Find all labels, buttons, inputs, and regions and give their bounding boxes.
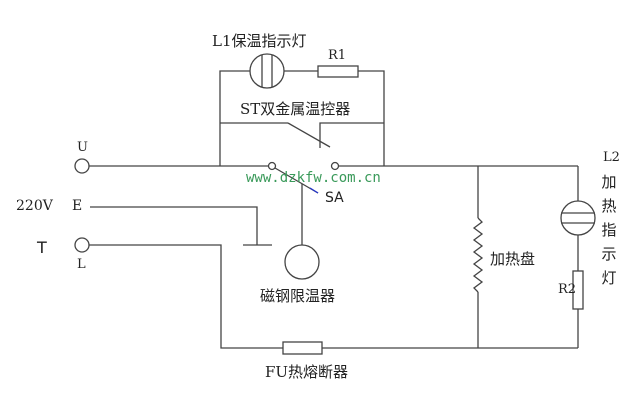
label-voltage: 220V xyxy=(16,198,53,214)
label-heater: 加热盘 xyxy=(490,250,536,268)
resistor-r1 xyxy=(317,65,359,78)
label-st: ST双金属温控器 xyxy=(240,100,351,118)
wire-e xyxy=(90,206,258,245)
st-contact-blade xyxy=(287,122,331,148)
sa-contact-left xyxy=(267,161,277,171)
label-magnet: 磁钢限温器 xyxy=(260,287,336,305)
terminal-u xyxy=(74,158,90,174)
label-l1: L1保温指示灯 xyxy=(212,32,307,50)
wire-st-right xyxy=(319,122,384,148)
l2-char: 加 xyxy=(601,173,617,191)
label-l: L xyxy=(77,257,86,272)
terminal-l xyxy=(74,237,90,253)
l2-char: 示 xyxy=(601,245,617,263)
watermark: www.dzkfw.com.cn xyxy=(246,170,381,186)
l2-char: 灯 xyxy=(601,269,617,287)
l2-char: 热 xyxy=(601,197,617,215)
heater-coil xyxy=(472,217,484,293)
label-l2: L2 xyxy=(603,150,620,165)
fuse xyxy=(282,341,323,355)
wire-l1-branch xyxy=(219,70,250,166)
label-r1: R1 xyxy=(328,48,347,63)
label-r2: R2 xyxy=(558,282,577,297)
label-l2-desc: 加 热 指 示 灯 xyxy=(600,170,618,290)
magnet-limiter xyxy=(284,244,320,280)
l2-char: 指 xyxy=(601,221,617,239)
label-e: E xyxy=(72,198,83,214)
sa-arrow xyxy=(309,187,319,194)
label-u: U xyxy=(77,140,88,155)
label-t: T xyxy=(37,238,47,257)
sa-contact-right xyxy=(330,161,340,171)
label-sa: SA xyxy=(325,190,344,206)
lamp-l1 xyxy=(249,53,285,89)
label-fuse: FU热熔断器 xyxy=(265,363,349,381)
lamp-l2 xyxy=(560,200,596,236)
